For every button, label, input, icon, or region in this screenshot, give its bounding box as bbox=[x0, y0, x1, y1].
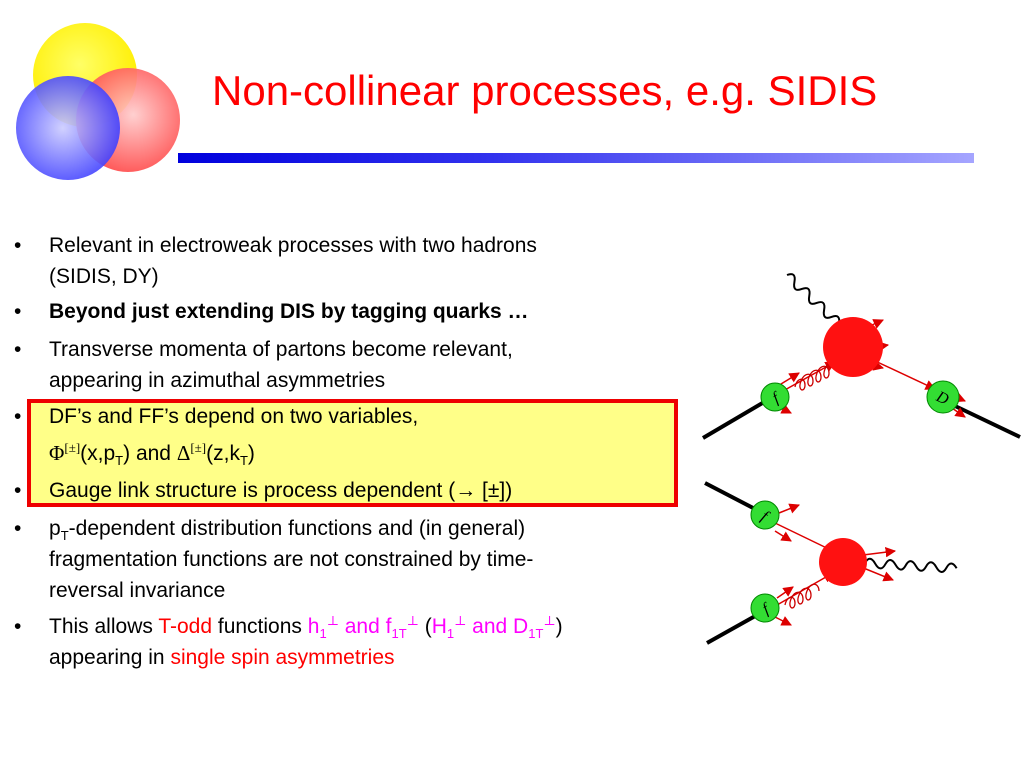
sidis-diagram: f D bbox=[701, 273, 1021, 440]
delta-symbol: Δ bbox=[176, 441, 191, 465]
bullet-line: pT-dependent distribution functions and … bbox=[49, 517, 526, 544]
remnant-arrow bbox=[776, 586, 794, 599]
bullet-line-formula: Φ[±](x,pT) and Δ[±](z,kT) bbox=[49, 440, 255, 469]
gluon-line bbox=[794, 361, 838, 391]
logo-circle-blue bbox=[16, 76, 120, 180]
hadron-line bbox=[704, 481, 758, 512]
distribution-vertex bbox=[750, 500, 780, 530]
photon-line bbox=[864, 557, 958, 573]
bullet-line: appearing in single spin asymmetries bbox=[49, 646, 395, 669]
bullet-line: appearing in azimuthal asymmetries bbox=[49, 369, 386, 392]
superscript-pm: [±] bbox=[190, 440, 207, 455]
remnant-arrow bbox=[860, 566, 894, 582]
bullet-marker: • bbox=[14, 300, 22, 323]
dy-diagram: f f bbox=[704, 481, 958, 645]
title-underline-bar bbox=[178, 153, 974, 163]
bullet-marker: • bbox=[14, 479, 22, 502]
target-hadron-line bbox=[701, 396, 773, 440]
bullet-item-beyond: Beyond just extending DIS by tagging qua… bbox=[49, 300, 529, 323]
bullet-item-variables: DF’s and FF’s depend on two variables, Φ… bbox=[49, 401, 699, 469]
bullet-marker: • bbox=[14, 338, 22, 361]
bullet-line: Transverse momenta of partons become rel… bbox=[49, 338, 513, 361]
quark-line bbox=[776, 572, 834, 606]
feynman-diagrams: f D f f bbox=[701, 273, 1021, 645]
remnant-arrow bbox=[774, 530, 792, 542]
bullet-marker: • bbox=[14, 615, 22, 638]
bullet-line: (SIDIS, DY) bbox=[49, 265, 159, 288]
bullet-marker: • bbox=[14, 234, 22, 257]
distribution-vertex bbox=[760, 382, 790, 412]
quark-line bbox=[872, 359, 936, 390]
gluon-line bbox=[784, 583, 820, 609]
bullet-item-transverse: Transverse momenta of partons become rel… bbox=[49, 334, 699, 396]
bullet-line: Relevant in electroweak processes with t… bbox=[49, 234, 537, 257]
phi-symbol: Φ bbox=[49, 441, 65, 465]
arrow-right-icon: → bbox=[455, 479, 477, 502]
bullet-item-t-odd: This allows T-odd functions h1⊥ and f1T⊥… bbox=[49, 611, 699, 673]
remnant-arrow bbox=[774, 616, 792, 626]
superscript-pm: [±] bbox=[64, 440, 81, 455]
bullet-item-relevant: Relevant in electroweak processes with t… bbox=[49, 230, 699, 292]
bullet-line: reversal invariance bbox=[49, 579, 226, 602]
annihilation-blob bbox=[819, 538, 867, 586]
remnant-arrow bbox=[862, 546, 897, 558]
remnant-arrow bbox=[778, 503, 800, 514]
bullet-marker: • bbox=[14, 517, 22, 540]
distribution-vertex bbox=[750, 593, 780, 623]
hadron-line bbox=[706, 613, 758, 645]
slide-title: Non-collinear processes, e.g. SIDIS bbox=[212, 67, 878, 114]
bullet-marker: • bbox=[14, 405, 22, 428]
logo-circles bbox=[16, 23, 180, 180]
highlight-box bbox=[27, 399, 678, 507]
bullet-line: DF’s and FF’s depend on two variables, bbox=[49, 405, 419, 428]
produced-hadron-line bbox=[952, 403, 1021, 439]
bullet-line: fragmentation functions are not constrai… bbox=[49, 548, 534, 571]
hard-scattering-blob bbox=[823, 317, 883, 377]
bullet-line: This allows T-odd functions h1⊥ and f1T⊥… bbox=[49, 613, 563, 642]
remnant-arrow bbox=[780, 372, 800, 385]
fragmentation-vertex bbox=[926, 380, 960, 414]
bullet-item-gauge-link: Gauge link structure is process dependen… bbox=[49, 479, 513, 502]
bullet-item-pt-dependent: pT-dependent distribution functions and … bbox=[49, 513, 699, 606]
